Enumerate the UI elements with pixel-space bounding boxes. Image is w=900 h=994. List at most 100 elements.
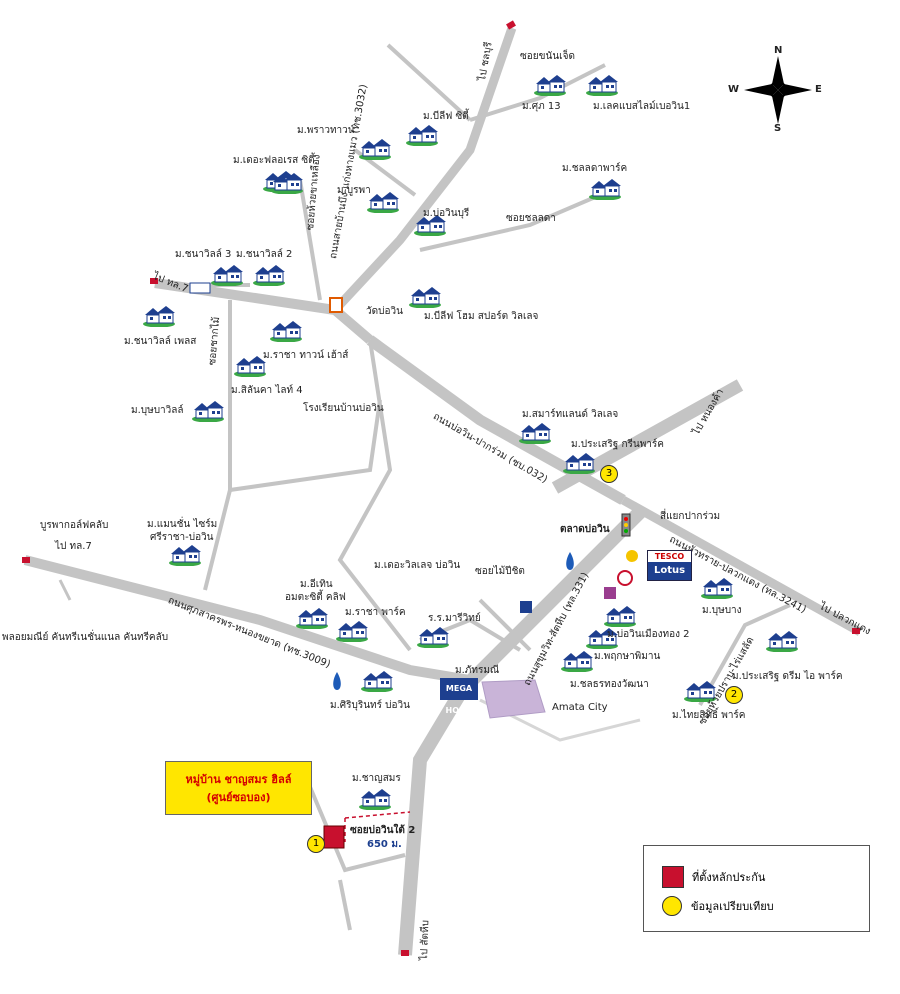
house-icon: [518, 420, 552, 444]
label-soi-khonchet: ซอยขนันเจ็ด: [520, 51, 575, 62]
seven-eleven-icon: [329, 297, 343, 313]
label-m-eastern2: อมตะซิตี้ คลิฟ: [285, 592, 346, 603]
road-3009: [23, 555, 471, 685]
house-icon: [603, 603, 637, 627]
label-m-the-castle: ม.เดอะวิลเลจ บ่อวิน: [374, 560, 461, 571]
legend-subject-label: ที่ตั้งหลักประกัน: [692, 871, 766, 884]
label-distance: 650 ม.: [367, 839, 402, 850]
house-icon: [562, 450, 596, 474]
label-m-phraowtown: ม.พราวทาวน์: [297, 125, 355, 136]
house-icon: [683, 678, 717, 702]
house-icon: [533, 72, 567, 96]
compass-w: W: [728, 84, 740, 95]
house-icon: [335, 618, 369, 642]
road-end-west: [22, 557, 30, 563]
road-subject: [303, 774, 406, 873]
label-m-lake-village: ม.เลคแบสไลม์เบอวิน1: [593, 101, 691, 112]
gas-station-1: [566, 552, 574, 570]
house-icon: [233, 353, 267, 377]
callout-line1: หมู่บ้าน ชาญสมร ฮิลล์: [185, 773, 292, 786]
label-m-sathinka: ม.สิลันคา ไลท์ 4: [231, 385, 303, 396]
house-icon: [358, 786, 392, 810]
house-icon: [168, 542, 202, 566]
box-icon: [520, 601, 532, 613]
house-icon: [366, 189, 400, 213]
label-m-chonlada-park: ม.ชลลดาพาร์ค: [562, 163, 628, 174]
sign-icon: [189, 282, 211, 294]
house-icon: [413, 212, 447, 236]
highway-main-south: [398, 507, 645, 956]
compass-s: S: [774, 123, 782, 134]
label-golf: บูรพากอล์ฟคลับ: [40, 520, 109, 531]
label-m-bussaba-v: ม.บุษบาง: [702, 605, 742, 616]
label-m-floral-city: ม.เดอะฟลอเรส ซิตี้: [233, 155, 315, 166]
label-intersection: สี่แยกปากร่วม: [660, 511, 721, 522]
legend-row-subject: ที่ตั้งหลักประกัน: [662, 866, 765, 888]
label-m-eastern: ม.อีเทิน: [300, 579, 333, 590]
house-icon: [700, 575, 734, 599]
label-resort: พลอยมณีย์ คันทรีเนชั่นแนล คันทรีคลับ: [2, 632, 169, 643]
road-soi-chonlada: [419, 193, 601, 252]
tesco-bottom: Lotus: [648, 562, 691, 580]
legend-comparable-swatch: [662, 896, 682, 916]
road-resort: [58, 579, 72, 601]
label-m-prasitsorn-green: ม.ประเสริฐ กรีนพาร์ค: [571, 439, 664, 450]
bank-icon: [617, 570, 633, 586]
marker-comparable-2: 2: [725, 686, 743, 704]
house-icon: [588, 176, 622, 200]
house-icon: [416, 624, 450, 648]
label-m-bless-home: ม.บีลีฟ โฮม สปอร์ต วิลเลจ: [424, 311, 539, 322]
label-m-patthamanee: ม.ภัทรมณี: [455, 665, 500, 676]
label-m-thanawit-pro: ม.ชนาวิลล์ เพลส: [124, 336, 197, 347]
label-m-thanawit3: ม.ชนาวิลล์ 3: [175, 249, 232, 260]
house-icon: [270, 170, 304, 194]
marker-comparable-3: 3: [600, 465, 618, 483]
label-soi-maibichit: ซอยไม้ปีชิต: [475, 566, 525, 577]
label-to-route7-left: ไป ทล.7: [55, 541, 92, 552]
route-to-subject: [344, 811, 411, 819]
legend-comparable-label: ข้อมูลเปรียบเทียบ: [691, 900, 774, 913]
label-m-bless-city: ม.บีลีฟ ซิตี้: [423, 111, 469, 122]
mega-home-logo: MEGA HOME: [440, 678, 478, 715]
road-soi-b: [298, 179, 322, 301]
road-north: [331, 26, 517, 314]
gas-station-2: [333, 672, 341, 690]
label-m-prasitsorn-ds: ม.ประเสริฐ ดรีม ไอ พาร์ค: [732, 671, 843, 682]
compass-n: N: [774, 45, 783, 56]
subject-callout: หมู่บ้าน ชาญสมร ฮิลล์ (ศูนย์ซอบอง): [165, 761, 312, 815]
house-icon: [252, 262, 286, 286]
label-m-bowin-mueang2: ม.บ่อวินเมืองทอง 2: [607, 629, 690, 640]
label-m-smart-home: ม.สมาร์ทแลนด์ วิลเลจ: [522, 409, 619, 420]
legend-subject-swatch: [662, 866, 684, 888]
label-soi-bowin2: ซอยบ่อวินใต้ 2: [350, 825, 416, 836]
label-m-thaisit: ม.ไทยสิทธิ์ พาร์ค: [672, 710, 746, 721]
road-end-south: [401, 950, 409, 956]
road-end-north: [506, 20, 516, 30]
label-m-phrueksa: ม.พฤกษาพิมาน: [594, 651, 661, 662]
label-amata-city: Amata City: [552, 702, 608, 713]
subject-property: [323, 825, 345, 849]
shop-icon: [604, 587, 616, 599]
shell-icon: [626, 550, 638, 562]
label-m-buppha: ม.บุษบาวิลล์: [131, 405, 184, 416]
house-icon: [269, 318, 303, 342]
house-icon: [408, 284, 442, 308]
legend-row-comparable: ข้อมูลเปรียบเทียบ: [662, 896, 774, 916]
road-soi-maibichit: [478, 598, 532, 652]
house-icon: [560, 648, 594, 672]
house-icon: [210, 262, 244, 286]
marker-subject-1: 1: [307, 835, 325, 853]
road-bowin-right: [366, 335, 626, 505]
road-soi-khonchet: [469, 63, 606, 122]
house-icon: [358, 136, 392, 160]
label-soi-chonlada: ซอยชลลดา: [506, 213, 556, 224]
house-icon: [360, 668, 394, 692]
label-m-srisuk3: ม.ศุภ 13: [522, 101, 561, 112]
highway-right: [620, 496, 863, 636]
tesco-lotus-logo: TESCO Lotus: [647, 550, 692, 581]
amata-city-area: [481, 679, 546, 719]
label-to-south: ไป สัตหีบ: [419, 919, 432, 961]
label-m-mansion-park: ม.แมนชั่น ไซร์ม: [147, 519, 218, 530]
